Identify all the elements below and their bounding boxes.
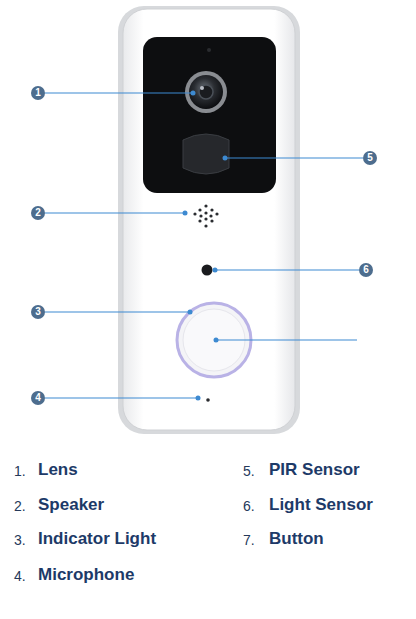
callout-number: 2 xyxy=(31,206,45,220)
legend-number: 1. xyxy=(14,463,26,479)
part-name: Indicator Light xyxy=(38,529,156,549)
part-name: Button xyxy=(269,529,324,549)
part-name: Light Sensor xyxy=(269,495,373,515)
part-name: PIR Sensor xyxy=(269,460,360,480)
legend-number: 4. xyxy=(14,568,26,584)
part-name: Microphone xyxy=(38,565,134,585)
legend-number: 2. xyxy=(14,498,26,514)
legend-number: 5. xyxy=(243,463,255,479)
callout-number: 5 xyxy=(363,151,377,165)
callout-number: 4 xyxy=(31,391,45,405)
callout-number: 3 xyxy=(31,305,45,319)
part-name: Speaker xyxy=(38,495,104,515)
legend-number: 3. xyxy=(14,532,26,548)
legend-number: 6. xyxy=(243,498,255,514)
callout-number: 1 xyxy=(31,86,45,100)
legend-number: 7. xyxy=(243,532,255,548)
callout-number: 6 xyxy=(359,263,373,277)
part-name: Lens xyxy=(38,460,78,480)
